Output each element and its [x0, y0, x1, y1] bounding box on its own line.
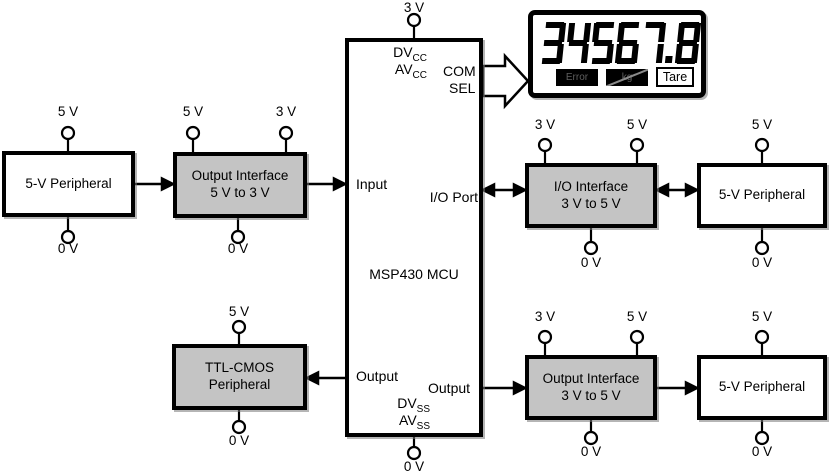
lcd-digits	[540, 22, 702, 64]
connector-arrow-right	[307, 176, 348, 192]
block-5v-peripheral-left: 5-V Peripheral	[2, 151, 135, 217]
pin-label: 3 V	[534, 117, 556, 132]
lcd-annunciator-tare: Tare	[656, 67, 694, 87]
pin-label: 0 V	[751, 444, 773, 459]
lcd-annunciator-error: Error	[556, 68, 598, 86]
pin-label: 5 V	[182, 104, 204, 119]
connector-arrow-bidirectional	[654, 182, 700, 198]
pin-label: 5 V	[57, 104, 79, 119]
pin-label: 3 V	[403, 0, 425, 15]
pin-label: 0 V	[57, 241, 79, 256]
mcu-port-io: I/O Port	[429, 189, 478, 205]
block-label: 5-V Peripheral	[718, 379, 806, 395]
pin-label: 0 V	[580, 444, 602, 459]
connector-arrow-right	[483, 380, 528, 396]
lcd-digit	[540, 22, 567, 64]
mcu-port-sel: SEL	[449, 80, 476, 96]
pin-label: 5 V	[626, 309, 648, 324]
mcu-pin-dvcc: DVCC	[393, 44, 427, 64]
block-label: 5-V Peripheral	[718, 187, 806, 203]
block-label: 5 V to 3 V	[210, 185, 270, 200]
lcd-display: Error kg Tare	[528, 10, 706, 98]
mcu-port-output-left: Output	[356, 368, 399, 384]
mcu-pin-dvss: DVSS	[397, 395, 430, 415]
lcd-digit	[674, 22, 702, 64]
block-msp430-mcu	[345, 38, 483, 437]
connector-arrow-right	[657, 380, 700, 396]
connector-arrow-left	[304, 370, 345, 386]
mcu-title: MSP430 MCU	[369, 266, 459, 282]
pin-label: 5 V	[626, 117, 648, 132]
pin-label: 5 V	[751, 309, 773, 324]
block-5v-peripheral-right-top: 5-V Peripheral	[697, 163, 827, 228]
block-label: TTL-CMOS	[205, 360, 274, 376]
lcd-digit	[614, 22, 641, 64]
block-ttl-cmos-peripheral: TTL-CMOS Peripheral	[172, 344, 307, 410]
pin-label: 0 V	[227, 241, 249, 256]
block-label: Output Interface	[191, 168, 289, 184]
pin-label: 3 V	[534, 309, 556, 324]
lcd-digit	[640, 22, 667, 64]
lcd-digit	[590, 22, 616, 64]
block-label: Output Interface	[542, 370, 640, 386]
lcd-decimal-point	[664, 56, 673, 63]
mcu-port-com: COM	[443, 63, 476, 79]
lcd-digit	[565, 22, 592, 64]
connector-arrow-right	[135, 176, 176, 192]
block-output-interface-3v-to-5v: Output Interface 3 V to 5 V	[525, 355, 657, 420]
mcu-port-output-right: Output	[428, 380, 471, 396]
mcu-port-input: Input	[356, 176, 388, 192]
pin-label: 5 V	[751, 117, 773, 132]
pin-label: 3 V	[275, 104, 297, 119]
block-label: I/O Interface	[553, 178, 629, 194]
connector-arrow-bidirectional	[480, 182, 528, 198]
lcd-annunciators: Error kg Tare	[556, 67, 694, 87]
pin-label: 0 V	[228, 433, 250, 448]
pin-label: 0 V	[403, 459, 425, 474]
pin-label: 0 V	[751, 255, 773, 270]
mcu-pin-avss: AVSS	[399, 412, 430, 432]
block-label: Peripheral	[208, 377, 271, 392]
lcd-bus-block-arrow	[481, 52, 530, 110]
mcu-pin-avcc: AVCC	[394, 61, 427, 81]
block-5v-peripheral-right-bottom: 5-V Peripheral	[697, 355, 827, 420]
lcd-annunciator-kg: kg	[606, 68, 648, 86]
block-io-interface-3v-to-5v: I/O Interface 3 V to 5 V	[525, 163, 657, 228]
block-output-interface-5v-to-3v: Output Interface 5 V to 3 V	[173, 152, 307, 218]
block-label: 5-V Peripheral	[25, 175, 112, 191]
block-label: 3 V to 5 V	[561, 387, 621, 403]
pin-label: 5 V	[228, 304, 250, 319]
block-label: 3 V to 5 V	[561, 195, 621, 211]
pin-label: 0 V	[580, 255, 602, 270]
